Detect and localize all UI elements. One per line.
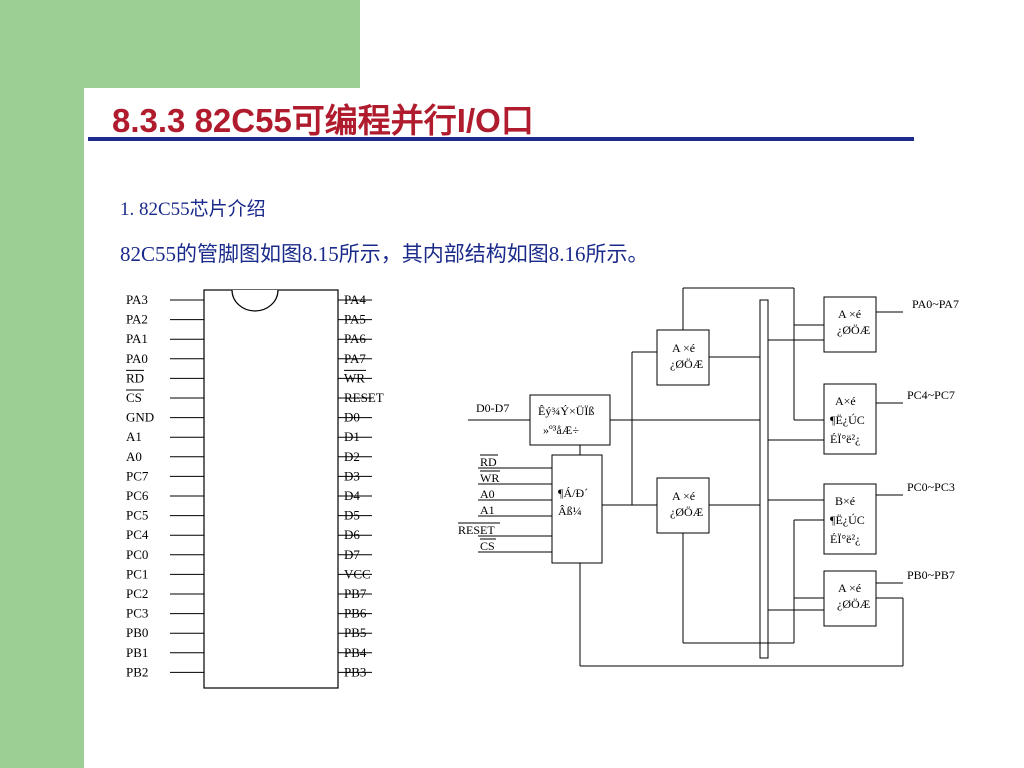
pin-label-right: PB7 — [344, 586, 367, 601]
pin-label-left: PA3 — [126, 292, 148, 307]
group-a-line1: A ×é — [672, 341, 695, 355]
bus-buffer-line1: Êý¾Ý×ÜÏß — [538, 404, 594, 418]
pin-label-left: PC5 — [126, 508, 148, 523]
port-cu-line1: A×é — [835, 394, 856, 408]
ctrl-input-wr: WR — [480, 471, 499, 485]
port-label-pc-upper: PC4~PC7 — [907, 388, 955, 402]
pin-label-left: CS — [126, 390, 142, 405]
section-heading: 1. 82C55芯片介绍 — [120, 199, 266, 220]
rw-logic-line1: ¶Á/Ð´ — [558, 486, 588, 500]
description-text: 82C55的管脚图如图8.15所示，其内部结构如图8.16所示。 — [120, 242, 649, 266]
pin-label-left: A1 — [126, 429, 142, 444]
pin-label-left: PA1 — [126, 331, 148, 346]
pin-label-right: PA6 — [344, 331, 366, 346]
pin-label-left: RD — [126, 370, 144, 385]
pin-label-left: PC4 — [126, 527, 149, 542]
port-cl-line3: ÉÏ°ë²¿ — [830, 532, 860, 546]
port-c-upper-block — [823, 383, 877, 455]
sidebar-decoration — [0, 0, 84, 768]
pin-label-right: D0 — [344, 410, 360, 425]
ctrl-input-a1: A1 — [480, 503, 495, 517]
port-cl-line1: B×é — [835, 494, 855, 508]
pin-label-left: PB1 — [126, 645, 148, 660]
chip-notch — [231, 289, 279, 312]
pin-label-left: PA0 — [126, 351, 148, 366]
pin-label-left: PC2 — [126, 586, 148, 601]
pin-label-left: PC3 — [126, 606, 148, 621]
title-underline — [88, 137, 914, 141]
pin-label-right: PB3 — [344, 664, 366, 679]
group-a-line2: ¿ØÖÆ — [670, 357, 704, 371]
pin-label-right: PA5 — [344, 312, 366, 327]
port-label-pa: PA0~PA7 — [912, 297, 959, 311]
pin-label-right: PA4 — [344, 292, 366, 307]
pin-label-right: D7 — [344, 547, 360, 562]
pin-label-right: D1 — [344, 429, 360, 444]
pin-label-right: PB5 — [344, 625, 366, 640]
pin-label-left: PA2 — [126, 312, 148, 327]
port-cu-line3: ÉÏ°ë²¿ — [830, 432, 860, 446]
pin-label-left: PB2 — [126, 664, 148, 679]
pin-label-right: PB6 — [344, 606, 367, 621]
chip-body — [203, 289, 339, 689]
pin-label-right: PB4 — [344, 645, 367, 660]
rw-logic-line2: Âß¼­ — [558, 504, 582, 518]
port-cl-line2: ¶Ë¿ÚC — [830, 513, 865, 527]
port-a-line1: A ×é — [838, 307, 861, 321]
ctrl-input-a0: A0 — [480, 487, 495, 501]
pin-label-left: PC7 — [126, 468, 149, 483]
internal-bus — [759, 299, 769, 659]
pin-label-right: VCC — [344, 566, 371, 581]
pin-label-right: D4 — [344, 488, 360, 503]
ctrl-input-cs: CS — [480, 539, 495, 553]
pin-label-right: D2 — [344, 449, 360, 464]
pin-label-left: PC6 — [126, 488, 149, 503]
ctrl-input-rd: RD — [480, 455, 497, 469]
pin-label-right: RESET — [344, 390, 384, 405]
pin-label-right: D6 — [344, 527, 360, 542]
port-cu-line2: ¶Ë¿ÚC — [830, 413, 865, 427]
bus-buffer-line2: »º³åÆ÷ — [543, 423, 579, 437]
port-label-pc-lower: PC0~PC3 — [907, 480, 955, 494]
pin-label-left: PB0 — [126, 625, 148, 640]
slide-title: 8.3.3 82C55可编程并行I/O口 — [112, 102, 534, 139]
port-a-line2: ¿ØÖÆ — [837, 323, 871, 337]
port-b-line1: A ×é — [838, 581, 861, 595]
port-b-line2: ¿ØÖÆ — [837, 597, 871, 611]
ctrl-input-reset: RESET — [458, 523, 495, 537]
group-b-line1: A ×é — [672, 489, 695, 503]
data-bus-buffer — [529, 394, 611, 446]
pin-label-right: D3 — [344, 468, 360, 483]
rw-control-logic — [551, 454, 603, 564]
data-bus-label: D0-D7 — [476, 401, 509, 415]
pin-label-right: WR — [344, 370, 365, 385]
port-c-lower-block — [823, 483, 877, 555]
pin-label-right: D5 — [344, 508, 360, 523]
header-decoration — [0, 0, 360, 88]
pin-label-left: GND — [126, 410, 154, 425]
pin-label-left: A0 — [126, 449, 142, 464]
pin-label-right: PA7 — [344, 351, 366, 366]
port-label-pb: PB0~PB7 — [907, 568, 955, 582]
pin-label-left: PC1 — [126, 566, 148, 581]
pin-label-left: PC0 — [126, 547, 148, 562]
group-b-line2: ¿ØÖÆ — [670, 505, 704, 519]
